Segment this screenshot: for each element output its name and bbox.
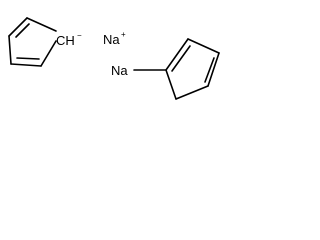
carbanion-label: CH xyxy=(56,33,75,48)
sodium-cyclopentadiene: Na xyxy=(111,38,220,100)
ring-bond xyxy=(40,40,57,67)
ring-bond xyxy=(26,17,57,32)
ring-bond xyxy=(10,63,42,67)
sodium-cation: Na + xyxy=(103,30,126,47)
ring-bond xyxy=(207,52,220,87)
chemical-structure-figure: CH − Na + Na xyxy=(8,17,220,100)
carbanion-charge: − xyxy=(77,31,82,40)
ring-double-bond xyxy=(16,57,40,60)
sodium-cation-charge: + xyxy=(121,30,126,39)
ring-bond xyxy=(165,69,177,100)
sodium-substituent-label: Na xyxy=(111,63,128,78)
ring-bond xyxy=(165,38,189,71)
ring-bond xyxy=(187,38,220,54)
sodium-cation-label: Na xyxy=(103,32,120,47)
ring-double-bond xyxy=(15,23,30,38)
ring-double-bond xyxy=(171,45,191,72)
ring-bond xyxy=(175,85,209,100)
ring-bond xyxy=(8,17,28,37)
cyclopentadienyl-anion: CH − xyxy=(8,17,82,67)
ring-bond xyxy=(8,35,12,65)
ring-double-bond xyxy=(204,57,215,83)
